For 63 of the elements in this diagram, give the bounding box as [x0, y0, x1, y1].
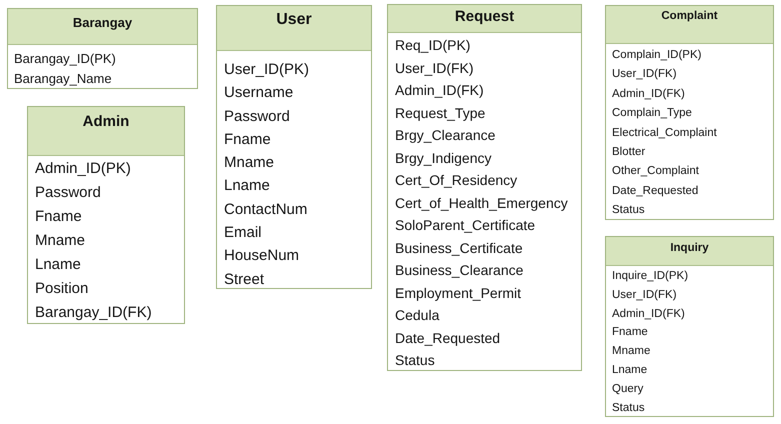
- attribute-name: Req_ID(PK): [395, 36, 470, 55]
- attribute-name: Mname: [224, 153, 274, 174]
- attribute-name: Admin_ID(FK): [612, 306, 685, 322]
- attribute-name: Barangay_Name: [14, 70, 112, 88]
- attribute-name: Admin_ID(FK): [612, 86, 685, 102]
- attribute-name: Status: [612, 400, 645, 416]
- attribute-name: Date_Requested: [612, 184, 698, 199]
- attribute-name: ContactNum: [224, 200, 308, 220]
- entity-table: [605, 236, 774, 417]
- attribute-name: Cert_Of_Residency: [395, 171, 518, 190]
- entity-table: [7, 8, 198, 89]
- attribute-name: Mname: [35, 231, 86, 251]
- attribute-name: Barangay_ID(FK): [35, 303, 152, 323]
- attribute-name: Cert_of_Health_Emergency: [395, 194, 568, 213]
- attribute-name: Username: [224, 83, 294, 104]
- attribute-name: HouseNum: [224, 246, 300, 266]
- attribute-name: Password: [224, 106, 290, 127]
- entity-table: [27, 106, 185, 324]
- attribute-name: User_ID(FK): [612, 288, 677, 303]
- entity-name: Admin: [82, 113, 130, 131]
- attribute-name: Fname: [35, 207, 82, 227]
- attribute-name: Position: [35, 279, 88, 299]
- attribute-name: Employment_Permit: [395, 284, 522, 303]
- attribute-name: Barangay_ID(PK): [14, 50, 116, 68]
- attribute-name: Mname: [612, 344, 650, 360]
- attribute-name: Complain_ID(PK): [612, 48, 702, 63]
- entity-name: User: [276, 10, 312, 30]
- entity-name: Inquiry: [670, 242, 709, 256]
- entity-table: [387, 4, 582, 371]
- entity-name: Barangay: [72, 15, 132, 31]
- attribute-name: Admin_ID(FK): [395, 81, 484, 100]
- attribute-name: Password: [35, 183, 101, 203]
- entity-name: Request: [454, 8, 514, 26]
- entity-table: [216, 5, 372, 289]
- attribute-name: Status: [612, 203, 645, 218]
- attribute-name: Query: [612, 382, 644, 397]
- attribute-name: Brgy_Clearance: [395, 126, 496, 145]
- entity-table: [605, 5, 774, 220]
- attribute-name: Fname: [224, 130, 271, 150]
- attribute-name: Cedula: [395, 306, 440, 325]
- attribute-name: Business_Certificate: [395, 238, 523, 258]
- attribute-name: Street: [224, 270, 264, 288]
- attribute-name: User_ID(PK): [224, 60, 310, 80]
- attribute-name: Lname: [35, 255, 81, 275]
- attribute-name: Lname: [224, 176, 270, 196]
- attribute-name: Admin_ID(PK): [35, 159, 131, 179]
- attribute-name: SoloParent_Certificate: [395, 216, 536, 235]
- attribute-name: Date_Requested: [395, 328, 500, 348]
- attribute-name: Other_Complaint: [612, 164, 699, 180]
- attribute-name: Status: [395, 351, 435, 370]
- entity-name: Complaint: [661, 10, 718, 24]
- attribute-name: User_ID(FK): [395, 58, 474, 78]
- attribute-name: Lname: [612, 362, 648, 378]
- attribute-name: Business_Clearance: [395, 261, 524, 280]
- attribute-name: Fname: [612, 325, 648, 340]
- attribute-name: Complain_Type: [612, 106, 692, 122]
- attribute-name: Request_Type: [395, 104, 486, 123]
- attribute-name: Blotter: [612, 144, 646, 160]
- attribute-name: Brgy_Indigency: [395, 148, 492, 168]
- attribute-name: Electrical_Complaint: [612, 126, 717, 141]
- attribute-name: User_ID(FK): [612, 67, 677, 82]
- attribute-name: Inquire_ID(PK): [612, 269, 688, 284]
- attribute-name: Email: [224, 223, 262, 244]
